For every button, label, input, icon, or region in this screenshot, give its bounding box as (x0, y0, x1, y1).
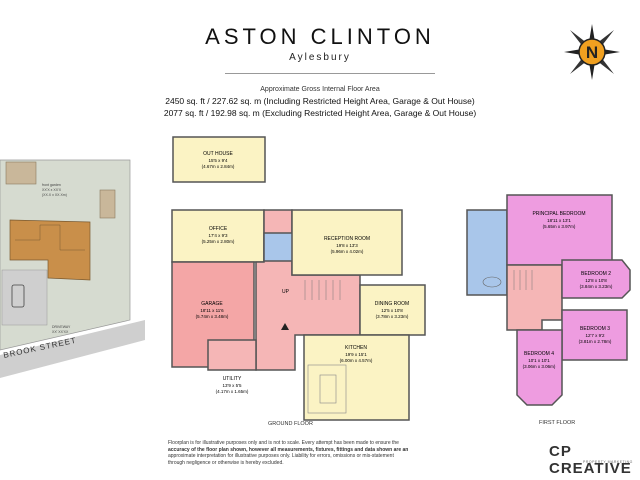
reception-dim-ft: 19'8 x 13'3 (336, 243, 358, 248)
bedroom4-dim-ft: 10'1 x 10'1 (528, 358, 550, 363)
disclaimer: Floorplan is for illustrative purposes o… (168, 440, 468, 466)
disclaimer-line: accuracy of the floor plan shown, howeve… (168, 446, 409, 453)
up-label: UP (282, 289, 290, 295)
kitchen-dim-m: (6.00m x 4.57m) (340, 358, 373, 363)
bedroom3-dim-m: (3.81m x 2.78m) (579, 339, 612, 344)
bedroom4-name: BEDROOM 4 (524, 351, 554, 357)
front-garden-label: front garden (42, 183, 61, 187)
bedroom4-dim-m: (3.06m x 3.06m) (523, 364, 556, 369)
dining-dim-m: (3.78m x 3.23m) (376, 314, 409, 319)
brand-logo: CP CREATIVE (549, 443, 632, 477)
dining-dim-ft: 12'5 x 10'8 (381, 308, 403, 313)
garage-dim-m: (5.74m x 3.48m) (196, 314, 229, 319)
garage-dim-ft: 18'11 x 11'6 (200, 308, 224, 313)
dining-name: DINING ROOM (375, 301, 409, 307)
ground-floor-plan: OUT HOUSE 15'5 x 9'4 (4.67m x 2.84m) OFF… (171, 136, 426, 421)
kitchen-name: KITCHEN (345, 345, 367, 351)
out-house-dim-m: (4.67m x 2.84m) (202, 164, 235, 169)
brand-logo-tagline: PROPERTY MARKETING (583, 460, 633, 464)
office-dim-m: (5.25m x 2.80m) (202, 239, 235, 244)
disclaimer-line: Floorplan is for illustrative purposes o… (168, 440, 399, 446)
office-dim-ft: 17'4 x 9'3 (209, 233, 228, 238)
property-title: ASTON CLINTON (205, 24, 435, 49)
ground-floor-label: GROUND FLOOR (268, 421, 313, 427)
bedroom3-dim-ft: 12'7 x 9'2 (586, 333, 605, 338)
bedroom2-dim-m: (3.84m x 3.23m) (580, 284, 613, 289)
first-floor-plan: PRINCIPAL BEDROOM 18'11 x 13'1 (5.65m x … (466, 194, 631, 406)
reception-dim-m: (5.96m x 4.02m) (331, 249, 364, 254)
compass-letter: N (586, 43, 598, 62)
first-floor-label: FIRST FLOOR (539, 420, 576, 426)
front-garden-dim-m: (XX.X x XX.Xm) (42, 193, 67, 197)
title-divider (225, 73, 435, 74)
principal-bedroom-dim-m: (5.65m x 3.97m) (543, 224, 576, 229)
reception-name: RECEPTION ROOM (324, 236, 370, 242)
utility-dim-ft: 13'9 x 5'5 (223, 383, 242, 388)
utility-dim-m: (4.17m x 1.65m) (216, 389, 249, 394)
disclaimer-line: approximate interpretation for illustrat… (168, 453, 394, 459)
out-house-dim-ft: 15'5 x 9'4 (209, 158, 228, 163)
area-including: 2450 sq. ft / 227.62 sq. m (Including Re… (165, 96, 475, 106)
utility-name: UTILITY (223, 376, 242, 382)
area-excluding: 2077 sq. ft / 192.98 sq. m (Excluding Re… (163, 108, 477, 118)
bedroom2-name: BEDROOM 2 (581, 271, 611, 277)
disclaimer-line: through negligence or otherwise is hereb… (168, 459, 284, 466)
out-house-name: OUT HOUSE (203, 151, 233, 157)
bedroom3-name: BEDROOM 3 (580, 326, 610, 332)
driveway-label: DRIVEWAY (52, 325, 71, 329)
garage-name: GARAGE (201, 301, 223, 307)
principal-bedroom-dim-ft: 18'11 x 13'1 (547, 218, 571, 223)
area-heading: Approximate Gross Internal Floor Area (260, 86, 380, 93)
bedroom2-dim-ft: 12'8 x 10'8 (585, 278, 607, 283)
office-name: OFFICE (209, 226, 228, 232)
property-location: Aylesbury (289, 52, 351, 63)
compass-icon: N (564, 24, 620, 80)
driveway-dim: XX' XX'XX (52, 330, 69, 334)
site-plan: front garden XX'X x XX'X (XX.X x XX.Xm) … (0, 159, 145, 378)
front-garden-dim-ft: XX'X x XX'X (42, 188, 62, 192)
kitchen-dim-ft: 19'9 x 15'1 (345, 352, 367, 357)
principal-bedroom-name: PRINCIPAL BEDROOM (532, 211, 585, 217)
